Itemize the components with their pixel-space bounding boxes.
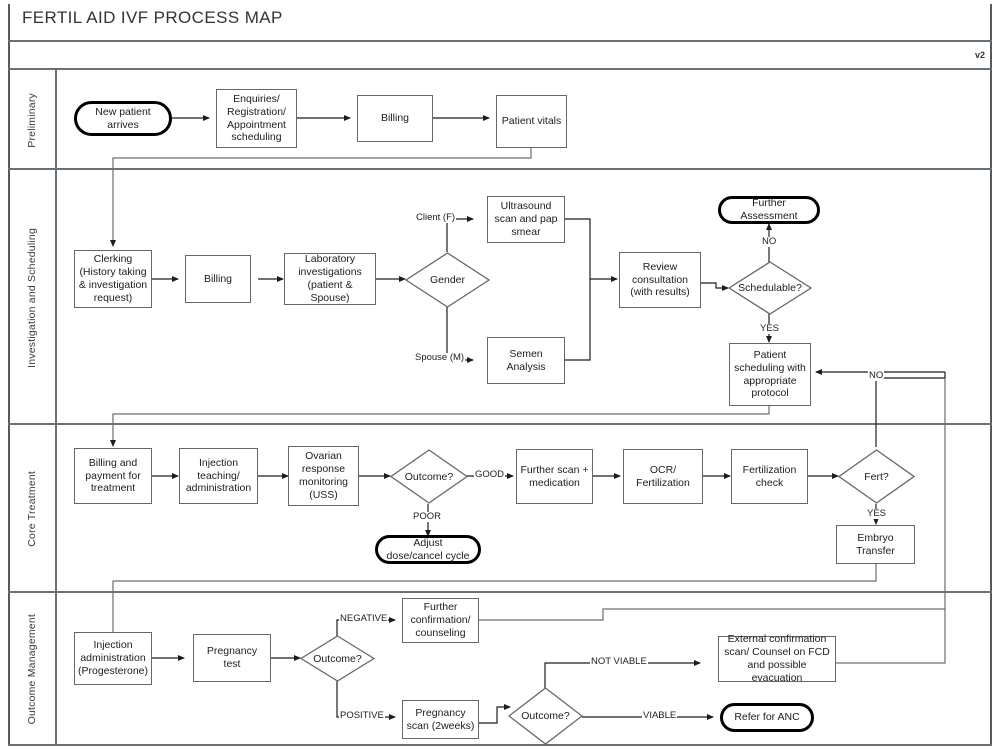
node-patient-scheduling[interactable]: Patient scheduling with appropriate prot… (729, 343, 811, 406)
node-outcome-viability-decision[interactable]: Outcome? (508, 687, 583, 745)
node-further-confirmation-counseling[interactable]: Further confirmation/ counseling (402, 598, 479, 643)
node-ocr-fertilization[interactable]: OCR/ Fertilization (623, 449, 703, 504)
edge-label-positive: POSITIVE (339, 710, 385, 721)
node-gender-decision[interactable]: Gender (405, 252, 490, 308)
edge-label-negative: NEGATIVE (339, 613, 389, 624)
node-outcome-core-decision[interactable]: Outcome? (390, 449, 468, 504)
node-embryo-transfer[interactable]: Embryo Transfer (836, 525, 915, 564)
node-patient-vitals[interactable]: Patient vitals (496, 95, 567, 148)
node-refer-for-anc[interactable]: Refer for ANC (720, 703, 814, 732)
node-further-assessment[interactable]: Further Assessment (718, 196, 820, 224)
frame-right-border (990, 4, 992, 746)
node-outcome-viability-label: Outcome? (521, 710, 570, 722)
node-fert-label: Fert? (864, 470, 889, 483)
node-injection-progesterone[interactable]: Injection administration (Progesterone) (74, 632, 152, 685)
node-adjust-dose-cancel-cycle[interactable]: Adjust dose/cancel cycle (375, 535, 481, 564)
lane-label-preliminary: Preliminary (25, 92, 38, 148)
node-outcome-pregnancy-label: Outcome? (313, 652, 362, 665)
node-outcome-pregnancy-decision[interactable]: Outcome? (300, 635, 375, 682)
lane-header-investigation: Investigation and Scheduling (8, 170, 57, 425)
edge-label-client-f: Client (F) (415, 212, 457, 223)
node-gender-label: Gender (429, 274, 466, 286)
node-review-consultation[interactable]: Review consultation (with results) (619, 252, 701, 308)
node-injection-teaching[interactable]: Injection teaching/ administration (179, 448, 258, 504)
edge-label-not-viable: NOT VIABLE (590, 656, 648, 667)
node-fert-decision[interactable]: Fert? (838, 449, 915, 504)
lane-header-preliminary: Preliminary (8, 70, 57, 170)
node-ultrasound-pap[interactable]: Ultrasound scan and pap smear (487, 196, 565, 243)
node-billing-preliminary[interactable]: Billing (357, 95, 433, 142)
edge-label-schedulable-yes: YES (759, 323, 781, 334)
lane-label-core: Core Treatment (25, 471, 38, 547)
lane-header-outcome: Outcome Management (8, 593, 57, 746)
node-schedulable-decision[interactable]: Schedulable? (728, 261, 812, 315)
node-further-scan-medication[interactable]: Further scan + medication (516, 449, 593, 504)
frame-left-border (8, 4, 10, 746)
version-divider (8, 68, 992, 70)
edge-label-fert-no: NO (868, 370, 885, 381)
title-divider (8, 40, 992, 42)
node-ovarian-response-monitoring[interactable]: Ovarian response monitoring (USS) (288, 446, 359, 506)
edge-label-spouse-m: Spouse (M) (414, 352, 466, 363)
node-pregnancy-scan[interactable]: Pregnancy scan (2weeks) (402, 700, 479, 739)
node-laboratory-investigations[interactable]: Laboratory investigations (patient & Spo… (284, 253, 376, 305)
edge-label-schedulable-no: NO (761, 236, 778, 247)
lane-label-investigation: Investigation and Scheduling (25, 227, 38, 368)
lane-outcome (8, 593, 992, 746)
edge-label-viable: VIABLE (642, 710, 678, 721)
edge-label-poor: POOR (412, 511, 442, 522)
node-schedulable-label: Schedulable? (738, 282, 802, 294)
node-enquiries-registration[interactable]: Enquiries/ Registration/ Appointment sch… (216, 89, 297, 148)
node-outcome-core-label: Outcome? (404, 470, 454, 483)
lane-label-outcome: Outcome Management (25, 614, 38, 725)
page-title: FERTIL AID IVF PROCESS MAP (22, 8, 283, 27)
node-semen-analysis[interactable]: Semen Analysis (487, 337, 565, 384)
node-external-confirmation[interactable]: External confirmation scan/ Counsel on F… (718, 633, 836, 684)
node-pregnancy-test[interactable]: Pregnancy test (193, 634, 271, 682)
node-fertilization-check[interactable]: Fertilization check (731, 449, 808, 504)
edge-label-good: GOOD (474, 469, 506, 480)
edge-label-fert-yes: YES (866, 508, 888, 519)
node-billing-payment-treatment[interactable]: Billing and payment for treatment (74, 448, 152, 504)
node-new-patient-arrives[interactable]: New patient arrives (74, 101, 172, 136)
node-billing-investigation[interactable]: Billing (185, 255, 251, 303)
lane-header-core: Core Treatment (8, 425, 57, 593)
version-label: v2 (975, 50, 986, 60)
node-clerking[interactable]: Clerking (History taking & investigation… (74, 250, 152, 308)
